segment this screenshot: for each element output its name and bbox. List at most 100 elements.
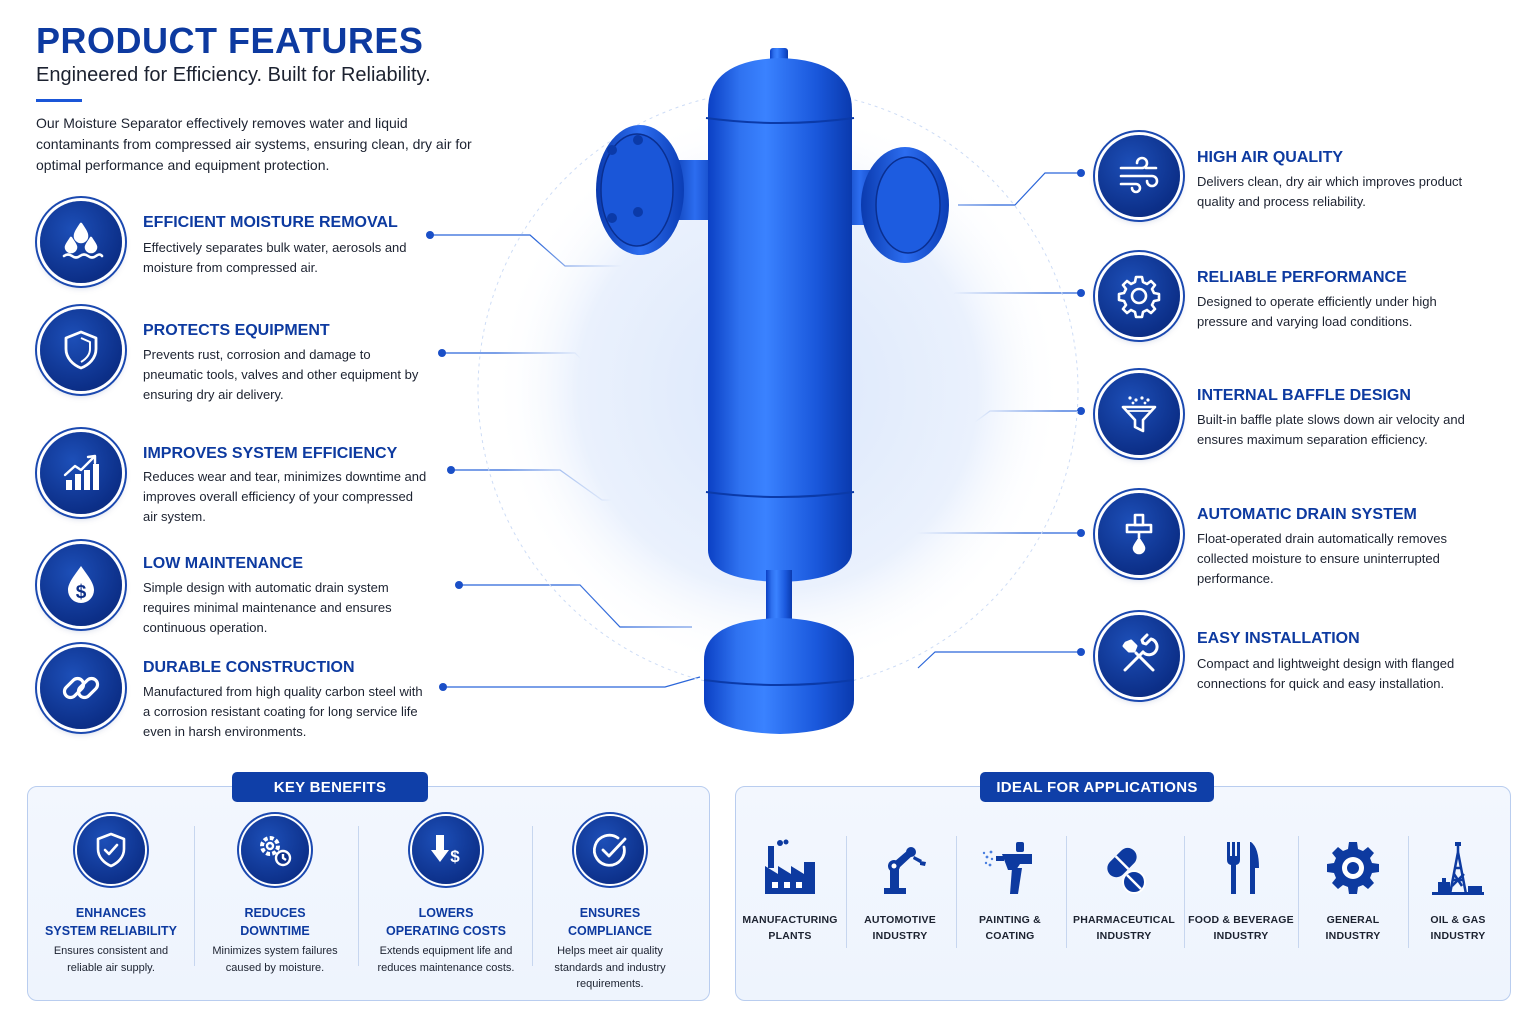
funnel-baffle-icon — [1098, 373, 1180, 455]
feature-description: Manufactured from high quality carbon st… — [143, 684, 423, 739]
divider — [846, 836, 847, 948]
leader-dot — [426, 231, 434, 239]
feature-description: Designed to operate efficiently under hi… — [1197, 294, 1437, 329]
oil-derrick-icon — [1432, 842, 1484, 895]
spray-gun-icon — [982, 842, 1032, 894]
feature-title: RELIABLE PERFORMANCE — [1197, 269, 1407, 286]
dollar-drop-icon: $ — [40, 544, 122, 626]
leader-dot — [447, 466, 455, 474]
air-flow-icon — [1098, 135, 1180, 217]
benefit-description: Ensures consistent and reliable air supp… — [53, 945, 169, 974]
gears-clock-icon — [241, 816, 309, 884]
check-circle-icon — [576, 816, 644, 884]
gear-icon — [1327, 842, 1379, 894]
feature-description: Reduces wear and tear, minimizes downtim… — [143, 469, 427, 524]
factory-icon — [765, 839, 815, 894]
leader-dot — [438, 349, 446, 357]
drain-valve-icon — [1098, 493, 1180, 575]
divider — [956, 836, 957, 948]
divider — [1066, 836, 1067, 948]
gear-icon — [1098, 255, 1180, 337]
tank-seam — [705, 117, 855, 124]
feature-title: PROTECTS EQUIPMENT — [143, 322, 330, 339]
flange-bolt — [607, 145, 617, 155]
application-label: PAINTING &COATING — [979, 914, 1041, 942]
applications-heading: IDEAL FOR APPLICATIONS — [980, 772, 1214, 802]
page-subtitle: Engineered for Efficiency. Built for Rel… — [36, 64, 431, 86]
key-benefits-heading: KEY BENEFITS — [232, 772, 428, 802]
robot-arm-icon — [884, 847, 926, 894]
divider — [358, 826, 359, 966]
divider — [1298, 836, 1299, 948]
left-flange-face — [600, 133, 674, 247]
shield-icon — [40, 309, 122, 391]
chain-link-icon — [40, 647, 122, 729]
application-painting-coating: PAINTING &COATING — [955, 838, 1065, 944]
bar-chart-arrow-icon — [40, 432, 122, 514]
bowl-seam — [703, 679, 855, 686]
benefit-description: Extends equipment life and reduces maint… — [377, 945, 515, 974]
flange-bolt — [607, 213, 617, 223]
svg-text:$: $ — [450, 847, 460, 866]
feature-description: Built-in baffle plate slows down air vel… — [1197, 412, 1465, 447]
wrench-screwdriver-icon — [1098, 615, 1180, 697]
feature-description: Compact and lightweight design with flan… — [1197, 656, 1455, 691]
feature-description: Prevents rust, corrosion and damage to p… — [143, 347, 419, 402]
title-underline — [36, 99, 82, 102]
pills-icon — [1107, 847, 1146, 894]
main-tank — [708, 58, 852, 582]
page-title: PRODUCT FEATURES — [36, 20, 424, 61]
feature-title: EASY INSTALLATION — [1197, 630, 1360, 647]
flange-bolt — [633, 207, 643, 217]
feature-title: INTERNAL BAFFLE DESIGN — [1197, 387, 1411, 404]
feature-title: EFFICIENT MOISTURE REMOVAL — [143, 214, 398, 231]
divider — [1408, 836, 1409, 948]
fork-knife-icon — [1227, 842, 1259, 894]
feature-description: Simple design with automatic drain syste… — [143, 580, 392, 635]
benefit-description: Minimizes system failures caused by mois… — [212, 945, 338, 974]
feature-title: LOW MAINTENANCE — [143, 555, 303, 572]
feature-description: Float-operated drain automatically remov… — [1197, 531, 1448, 586]
tank-seam — [705, 491, 855, 498]
shield-check-icon — [77, 816, 145, 884]
feature-description: Effectively separates bulk water, aeroso… — [143, 240, 407, 275]
benefit-description: Helps meet air quality standards and ind… — [554, 945, 666, 990]
feature-title: IMPROVES SYSTEM EFFICIENCY — [143, 445, 398, 462]
feature-title: HIGH AIR QUALITY — [1197, 149, 1344, 166]
moisture-separator-illustration — [477, 48, 1079, 734]
feature-title: AUTOMATIC DRAIN SYSTEM — [1197, 506, 1417, 523]
divider — [1184, 836, 1185, 948]
water-drops-icon — [40, 201, 122, 283]
flange-bolt — [633, 135, 643, 145]
applications-panel — [735, 786, 1511, 1001]
intro-paragraph: Our Moisture Separator effectively remov… — [36, 115, 472, 173]
arrow-down-dollar-icon: $ — [412, 816, 480, 884]
drain-bowl — [704, 618, 854, 734]
divider — [194, 826, 195, 966]
feature-title: DURABLE CONSTRUCTION — [143, 659, 355, 676]
right-flange-face — [875, 156, 941, 254]
divider — [532, 826, 533, 966]
svg-text:$: $ — [76, 582, 87, 603]
feature-description: Delivers clean, dry air which improves p… — [1197, 174, 1463, 209]
